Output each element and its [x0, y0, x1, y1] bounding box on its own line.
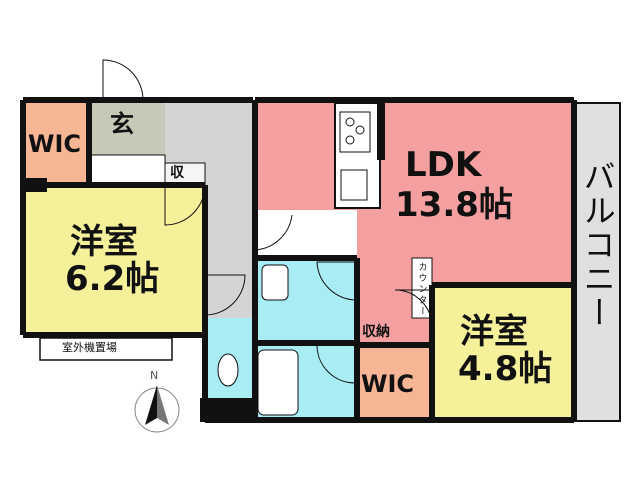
door-swings — [102, 59, 433, 384]
ldk-size: 13.8帖 — [395, 185, 513, 225]
wash-basin — [261, 264, 289, 301]
wall-block — [377, 100, 385, 160]
burner — [355, 125, 365, 135]
western-room-1-name: 洋室 — [70, 222, 138, 262]
western-room-2-size: 4.8帖 — [458, 349, 553, 389]
entrance-label: 玄 — [110, 110, 134, 138]
wic-bottom-room — [357, 345, 432, 421]
wic-top-label: WIC — [28, 130, 82, 158]
storage-label: 収納 — [362, 324, 390, 340]
toilet-bowl — [217, 353, 239, 387]
wall-block — [200, 398, 255, 422]
sink — [340, 169, 368, 201]
outdoor-unit-label: 室外機置場 — [62, 341, 117, 354]
ldk-name: LDK — [405, 145, 482, 185]
wic-top-room — [23, 103, 89, 185]
stove — [339, 111, 371, 153]
compass — [134, 385, 180, 433]
storage-area — [357, 320, 432, 345]
burner — [345, 117, 355, 127]
walls — [20, 97, 577, 423]
entrance-area — [89, 103, 165, 155]
burner — [345, 135, 355, 145]
wic-bottom-label: WIC — [361, 370, 415, 398]
western-room-1-size: 6.2帖 — [65, 259, 160, 299]
wall-block — [23, 178, 47, 192]
entrance-step — [88, 154, 166, 186]
bathtub — [257, 349, 299, 416]
balcony-label: バルコニー — [578, 160, 617, 330]
western-room-2-name: 洋室 — [460, 312, 528, 352]
western-room-2 — [432, 285, 574, 421]
western-room-1 — [23, 185, 205, 335]
storage-small-label: 収 — [170, 165, 184, 181]
compass-north-label: N — [150, 369, 159, 382]
counter-label: カウンター — [416, 262, 427, 317]
